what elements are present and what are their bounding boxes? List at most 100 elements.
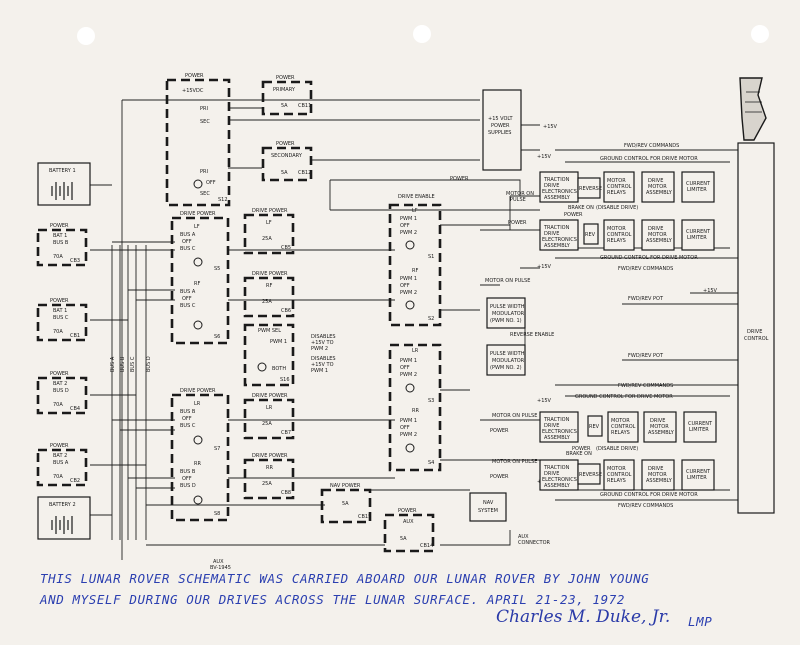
svg-text:DISABLES: DISABLES [311,356,336,362]
svg-text:BUS C: BUS C [180,423,196,429]
svg-text:BUS B: BUS B [53,240,69,246]
svg-text:LIMITER: LIMITER [687,475,707,481]
bat1-cb3: POWER BAT 1 BUS B 70A CB3 [36,223,88,267]
svg-text:BUS D: BUS D [146,356,152,372]
svg-text:MOTOR: MOTOR [648,472,667,478]
svg-text:CURRENT: CURRENT [686,181,711,187]
svg-text:MOTOR ON PULSE: MOTOR ON PULSE [485,278,530,284]
svg-text:CB3: CB3 [70,258,80,264]
svg-text:LR: LR [194,401,201,407]
bat2-cb2: POWER BAT 2 BUS A 70A CB2 [36,443,88,487]
svg-text:CB2: CB2 [70,478,80,484]
bus-labels: BUS A BUS B BUS C BUS D [110,356,152,372]
svg-text:FWD/REV COMMANDS: FWD/REV COMMANDS [618,266,673,272]
svg-text:RF: RF [412,268,418,274]
svg-text:CONTROL: CONTROL [607,232,632,238]
svg-text:BUS D: BUS D [53,388,69,394]
svg-text:DISABLES: DISABLES [311,334,336,340]
svg-text:+15V TO: +15V TO [311,362,334,368]
svg-text:PWM SEL: PWM SEL [258,328,281,334]
svg-text:REVERSE: REVERSE [579,472,602,478]
svg-text:PRIMARY: PRIMARY [273,87,296,93]
svg-text:LIMITER: LIMITER [687,235,707,241]
svg-text:S16: S16 [280,377,290,383]
svg-text:SYSTEM: SYSTEM [478,508,498,514]
svg-text:DRIVE POWER: DRIVE POWER [252,271,288,277]
svg-text:CONNECTOR: CONNECTOR [518,540,551,546]
front-drive-power: DRIVE POWER LF BUS A OFF BUS C S5 RF BUS… [170,211,230,345]
svg-text:GROUND CONTROL FOR DRIVE MOTOR: GROUND CONTROL FOR DRIVE MOTOR [600,255,698,261]
svg-text:MOTOR: MOTOR [611,418,630,424]
svg-text:(PWM NO. 1): (PWM NO. 1) [490,318,522,324]
svg-text:REV: REV [589,424,600,430]
svg-text:RR: RR [266,465,273,471]
svg-text:DRIVE POWER: DRIVE POWER [180,211,216,217]
svg-text:CB5: CB5 [281,245,291,251]
svg-text:MOTOR ON PULSE: MOTOR ON PULSE [492,413,537,419]
nav-system: NAV SYSTEM [469,492,507,522]
punch-hole [413,25,431,43]
punch-hole [77,27,95,45]
svg-text:70A: 70A [53,329,63,335]
svg-text:ASSEMBLY: ASSEMBLY [544,195,571,201]
svg-text:CONTROL: CONTROL [611,424,636,430]
fwd-rev-pot-label: FWD/REV POT [628,353,664,359]
svg-text:POWER: POWER [508,220,527,226]
svg-text:BUS A: BUS A [110,356,116,372]
drive-control: DRIVE CONTROL [737,77,775,514]
svg-text:PWM 2: PWM 2 [400,432,417,438]
svg-text:OFF: OFF [182,296,192,302]
svg-text:ASSEMBLY: ASSEMBLY [544,435,571,441]
svg-text:GROUND CONTROL FOR DRIVE MOTOR: GROUND CONTROL FOR DRIVE MOTOR [600,492,698,498]
inscription-line-2: AND MYSELF DURING OUR DRIVES ACROSS THE … [40,592,626,607]
svg-text:CB15: CB15 [358,514,371,520]
traction-channel-lf: TRACTION DRIVE ELECTRONICS ASSEMBLY REVE… [539,171,715,211]
svg-text:OFF: OFF [400,425,410,431]
svg-text:RELAYS: RELAYS [607,478,626,484]
svg-text:S3: S3 [428,398,434,404]
svg-text:RELAYS: RELAYS [607,238,626,244]
svg-text:BRAKE ON: BRAKE ON [566,451,592,457]
svg-text:ASSEMBLY: ASSEMBLY [544,483,571,489]
svg-text:MOTOR: MOTOR [607,178,626,184]
svg-text:ASSEMBLY: ASSEMBLY [646,478,673,484]
svg-text:DRIVE: DRIVE [747,329,762,335]
traction-channel-rf: TRACTION DRIVE ELECTRONICS ASSEMBLY REV … [539,212,715,251]
hand-controller-icon [739,77,767,141]
svg-text:5A: 5A [281,103,288,109]
svg-text:CURRENT: CURRENT [686,229,711,235]
svg-text:MOTOR: MOTOR [607,466,626,472]
svg-text:LF: LF [412,208,418,214]
svg-text:PRI: PRI [200,106,208,112]
svg-text:+15V: +15V [537,264,552,270]
svg-text:POWER: POWER [450,176,469,182]
svg-text:ASSEMBLY: ASSEMBLY [646,238,673,244]
svg-text:PWM 1: PWM 1 [400,276,417,282]
svg-text:TRACTION: TRACTION [543,417,570,423]
drive-enable-front: DRIVE ENABLE LF PWM 1 OFF PWM 2 S1 RF PW… [388,194,442,327]
svg-text:S7: S7 [214,446,220,452]
svg-text:DRIVE: DRIVE [544,423,559,429]
svg-text:+15V: +15V [543,124,558,130]
svg-text:CB8: CB8 [281,490,291,496]
svg-text:FWD/REV COMMANDS: FWD/REV COMMANDS [618,383,673,389]
svg-text:DRIVE POWER: DRIVE POWER [180,388,216,394]
svg-text:PWM 1: PWM 1 [400,216,417,222]
svg-text:S1: S1 [428,254,434,260]
svg-text:MOTOR ON PULSE: MOTOR ON PULSE [492,459,537,465]
svg-text:BUS C: BUS C [180,303,196,309]
svg-text:BUS A: BUS A [53,460,69,466]
svg-text:BUS C: BUS C [53,315,69,321]
svg-text:CURRENT: CURRENT [686,469,711,475]
svg-text:SEC: SEC [200,119,210,125]
svg-text:AUX: AUX [213,559,224,565]
svg-text:PULSE WIDTH: PULSE WIDTH [490,304,525,310]
svg-text:POWER: POWER [50,298,69,304]
svg-text:BATTERY 1: BATTERY 1 [49,168,76,174]
svg-text:PWM 1: PWM 1 [400,358,417,364]
svg-text:PWM 1: PWM 1 [400,418,417,424]
svg-text:CB14: CB14 [420,543,433,549]
svg-text:NAV: NAV [483,500,494,506]
